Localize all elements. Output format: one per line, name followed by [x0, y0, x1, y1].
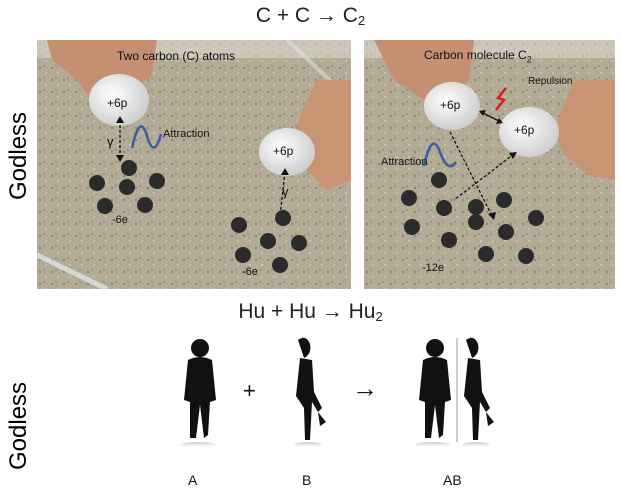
side-label-top: Godless [5, 111, 32, 200]
photo-right-title-subscript: 2 [526, 54, 532, 65]
silhouette-row [180, 337, 494, 448]
photo-left-title: Two carbon (C) atoms [117, 49, 236, 63]
nucleus-right-2 [499, 107, 559, 157]
photo-carbon-molecule: Carbon molecule C2 Repulsion +6p +6p Att… [364, 40, 615, 289]
equation-human-text: Hu + Hu → Hu [238, 300, 376, 323]
equation-human-subscript: 2 [375, 309, 383, 324]
electrons-label-right: -6e [242, 266, 258, 278]
nucleus-left [89, 74, 149, 126]
man-silhouette-ab-icon [415, 339, 451, 448]
gamma-label-left: γ [107, 134, 114, 149]
electrons-molecule-group [401, 172, 544, 264]
electrons-right-group [231, 210, 307, 273]
woman-silhouette-icon [294, 337, 326, 448]
attraction-label-2: Attraction [381, 156, 428, 168]
proton-label-left-2: +6p [440, 98, 461, 112]
attraction-wave-icon-2 [422, 142, 458, 168]
photo-left-scene [37, 40, 351, 289]
caption-ab: AB [443, 472, 462, 488]
equation-carbon: C + C → C2 [0, 4, 621, 28]
proton-label-right-2: +6p [514, 123, 535, 137]
nucleus-left-2 [424, 82, 480, 130]
equation-carbon-subscript: 2 [357, 13, 366, 28]
plus-symbol: + [243, 378, 256, 403]
attraction-label: Attraction [163, 128, 210, 140]
caption-b: B [302, 472, 312, 488]
photo-two-carbon-atoms: Two carbon (C) atoms +6p +6p γ γ Attract… [37, 40, 351, 289]
electrons-label-left: -6e [112, 214, 128, 226]
repulsion-wave-icon [495, 87, 507, 111]
photo-right-title-text: Carbon molecule C [424, 48, 527, 62]
photo-right-scene [364, 40, 615, 289]
woman-silhouette-ab-icon [462, 337, 494, 448]
repulsion-label: Repulsion [528, 76, 573, 87]
man-silhouette-icon [180, 339, 216, 448]
arrow-symbol: → [352, 373, 378, 403]
equation-carbon-text: C + C → C [255, 4, 358, 27]
caption-a: A [188, 472, 198, 488]
nucleus-right [259, 128, 315, 176]
gamma-label-right: γ [282, 184, 289, 199]
proton-label-right: +6p [273, 144, 294, 158]
equation-human: Hu + Hu → Hu2 [0, 300, 621, 324]
photo-right-title: Carbon molecule C2 [424, 48, 532, 64]
attraction-wave-icon [130, 125, 163, 149]
hand-right-2 [554, 80, 615, 180]
electrons-left-group [89, 160, 165, 214]
electrons-label-molecule: -12e [422, 262, 445, 274]
proton-label-left: +6p [107, 96, 128, 110]
